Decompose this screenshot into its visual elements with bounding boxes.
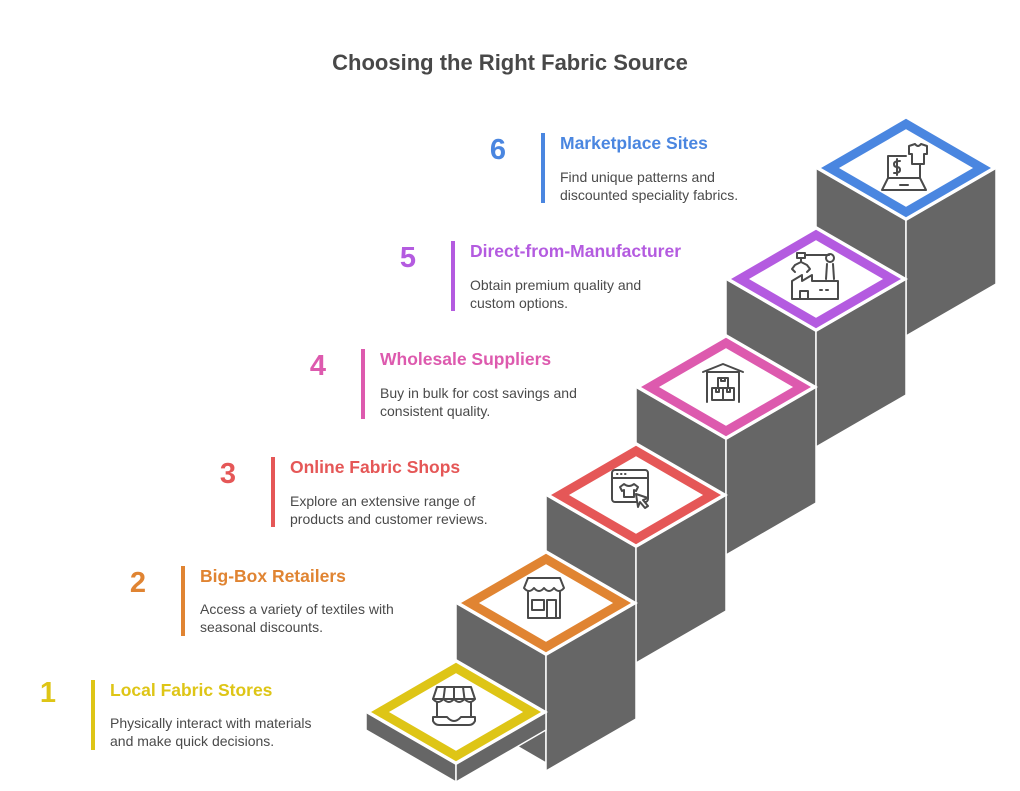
desc-line: Explore an extensive range of	[290, 493, 476, 509]
step-description: Access a variety of textiles with seasona…	[200, 600, 460, 636]
step-description: Find unique patterns and discounted speci…	[560, 168, 820, 204]
step-number: 1	[39, 677, 57, 709]
step-title: Big-Box Retailers	[200, 566, 346, 586]
stair-icons	[432, 143, 928, 726]
step-description: Physically interact with materials and ma…	[110, 714, 370, 750]
desc-line: Find unique patterns and	[560, 169, 715, 185]
step-description: Explore an extensive range of products an…	[290, 492, 550, 528]
step-accent-bar	[361, 349, 365, 419]
step-title: Online Fabric Shops	[290, 457, 461, 477]
warehouse-icon	[702, 363, 744, 403]
desc-line: discounted speciality fabrics.	[560, 187, 739, 203]
stair-top-frame	[821, 118, 991, 218]
step-number: 3	[219, 458, 237, 490]
step-number: 2	[129, 567, 147, 599]
step-title: Local Fabric Stores	[110, 680, 273, 700]
desc-line: products and customer reviews.	[290, 511, 488, 527]
factory-icon	[791, 252, 839, 300]
step-number: 5	[399, 242, 417, 274]
step-accent-bar	[451, 241, 455, 311]
diagram-title: Choosing the Right Fabric Source	[332, 50, 688, 75]
step-description: Buy in bulk for cost savings and consiste…	[380, 384, 640, 420]
step-accent-bar	[271, 457, 275, 527]
step-title: Wholesale Suppliers	[380, 349, 552, 369]
step-number: 4	[309, 350, 327, 382]
desc-line: Buy in bulk for cost savings and	[380, 385, 577, 401]
step-title: Direct-from-Manufacturer	[470, 241, 681, 261]
desc-line: consistent quality.	[380, 403, 491, 419]
desc-line: seasonal discounts.	[200, 619, 323, 635]
stair-blocks	[364, 114, 998, 784]
desc-line: and make quick decisions.	[110, 733, 275, 749]
stair-top-frame	[731, 229, 901, 329]
desc-line: Physically interact with materials	[110, 715, 312, 731]
desc-line: custom options.	[470, 295, 569, 311]
step-title: Marketplace Sites	[560, 133, 708, 153]
desc-line: Obtain premium quality and	[470, 277, 642, 293]
step-accent-bar	[541, 133, 545, 203]
desc-line: Access a variety of textiles with	[200, 601, 394, 617]
stair-top-frame	[371, 662, 541, 762]
online-shop-icon	[611, 469, 649, 509]
market-stall-icon	[432, 686, 476, 726]
step-number: 6	[489, 134, 507, 166]
marketplace-laptop-icon	[881, 143, 928, 191]
step-description: Obtain premium quality and custom options…	[470, 276, 730, 312]
storefront-icon	[523, 577, 565, 619]
step-accent-bar	[181, 566, 185, 636]
step-accent-bar	[91, 680, 95, 750]
